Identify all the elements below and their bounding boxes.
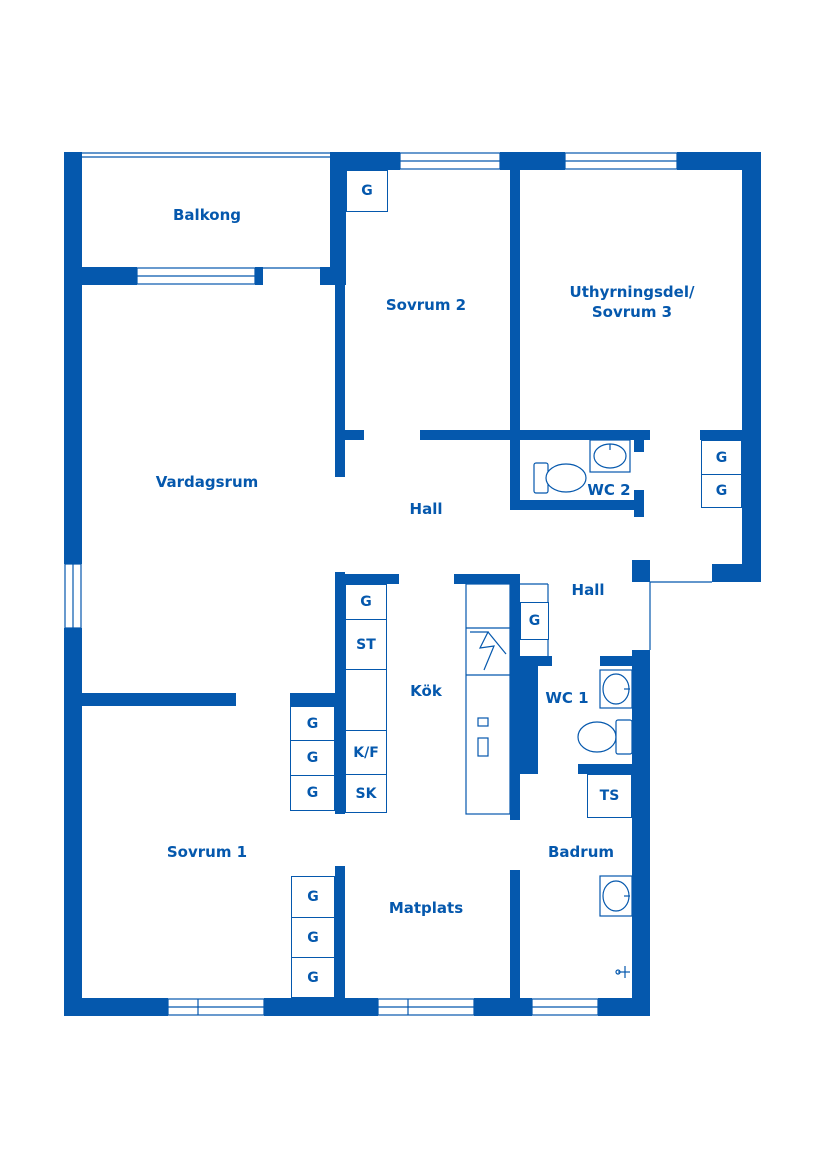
fixture-sk: SK (345, 774, 387, 813)
room-label-vardagsrum: Vardagsrum (155, 473, 259, 491)
room-label-wc-1: WC 1 (545, 689, 589, 707)
room-label-wc-2: WC 2 (587, 481, 631, 499)
room-label-kok: Kök (410, 682, 442, 700)
sink-icon (589, 439, 631, 473)
closet-g-hall-lower: G (520, 602, 549, 640)
toilet-icon (577, 719, 633, 755)
wc1-fixtures (577, 669, 633, 755)
room-label-sovrum-3: Sovrum 3 (591, 303, 673, 321)
stove-icon (470, 631, 495, 671)
fixture-ts: TS (587, 774, 632, 818)
fixture-kf: K/F (345, 730, 387, 775)
toilet-icon (533, 462, 587, 494)
wc2-fixtures (533, 439, 631, 494)
room-label-badrum: Badrum (548, 843, 614, 861)
windows (64, 152, 678, 1016)
room-label-hall-upper: Hall (409, 500, 443, 518)
closet-g-sovrum2: G (346, 170, 388, 212)
closet-g-sovrum1-lower-3: G (291, 957, 335, 998)
interior-walls (82, 170, 742, 998)
sink-icon (599, 669, 633, 709)
closet-g-sovrum1-lower-1: G (291, 876, 335, 918)
closet-g-sovrum1-upper-3: G (290, 775, 335, 811)
outer-walls (64, 152, 761, 1016)
balcony-walls (82, 152, 346, 285)
closet-g-hall-1: G (701, 440, 742, 475)
closet-g-sovrum1-upper-2: G (290, 740, 335, 776)
closet-g-hall-2: G (701, 474, 742, 508)
room-label-sovrum-1: Sovrum 1 (166, 843, 248, 861)
room-label-sovrum-2: Sovrum 2 (385, 296, 467, 314)
sink-icon (599, 875, 633, 917)
bathroom-fixtures (599, 875, 633, 978)
room-label-uthyrningsdel: Uthyrningsdel/ (569, 283, 695, 301)
room-label-balkong: Balkong (173, 206, 241, 224)
closet-g-kitchen: G (345, 584, 387, 620)
closet-g-sovrum1-upper-1: G (290, 706, 335, 741)
fixture-st: ST (345, 619, 387, 670)
room-label-hall-lower: Hall (571, 581, 605, 599)
kitchen-counter (465, 583, 511, 815)
counter-blank (345, 669, 387, 731)
closet-g-sovrum1-lower-2: G (291, 917, 335, 958)
shower-icon (615, 966, 630, 978)
room-label-matplats: Matplats (388, 899, 464, 917)
